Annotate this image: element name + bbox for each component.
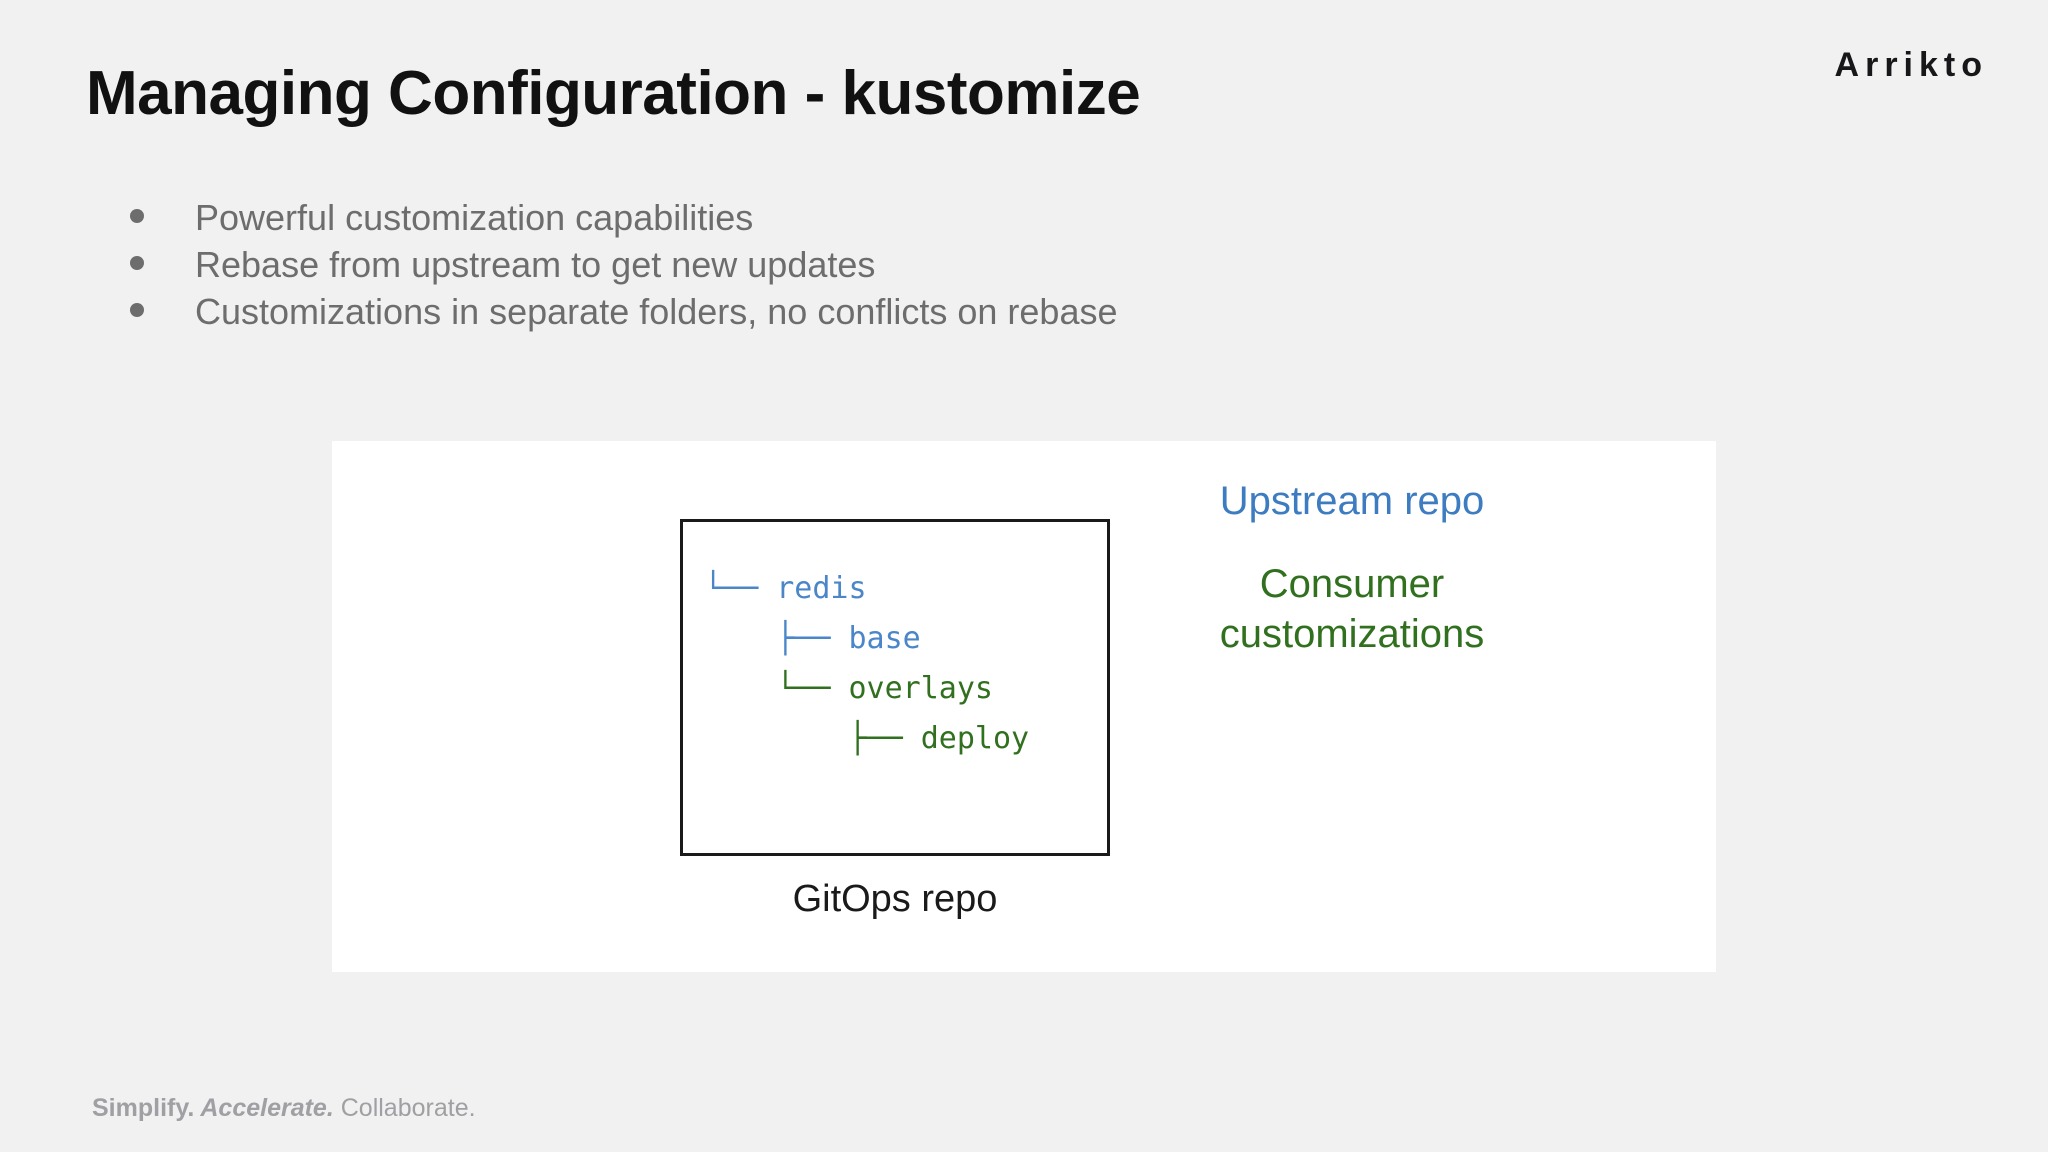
footer-tagline: Simplify. Accelerate. Collaborate. xyxy=(92,1094,476,1123)
legend-consumer-line2: customizations xyxy=(1219,612,1485,656)
bullet-dot-icon xyxy=(130,209,144,223)
legend-consumer-line1: Consumer xyxy=(1259,562,1445,606)
tree-line-deploy: ├── deploy xyxy=(704,721,1030,756)
bullet-text: Rebase from upstream to get new updates xyxy=(195,244,876,285)
footer-accelerate: Accelerate. xyxy=(194,1094,334,1122)
tree-line-redis: └── redis xyxy=(704,571,867,606)
bullet-dot-icon xyxy=(130,303,144,317)
list-item: Customizations in separate folders, no c… xyxy=(130,294,1117,341)
tree-line-overlays: └── overlays xyxy=(704,671,993,706)
bullet-dot-icon xyxy=(130,256,144,270)
list-item: Rebase from upstream to get new updates xyxy=(130,247,1117,294)
list-item: Powerful customization capabilities xyxy=(130,200,1117,247)
diagram-panel: └── redis ├── base └── overlays ├── depl… xyxy=(332,441,1716,972)
legend-consumer-customizations: Consumer customizations xyxy=(1072,559,1632,659)
footer-simplify: Simplify. xyxy=(92,1094,195,1122)
directory-tree-listing: └── redis ├── base └── overlays ├── depl… xyxy=(704,564,1029,764)
arrikto-logo: Arrikto xyxy=(1834,46,1988,84)
tree-line-base: ├── base xyxy=(704,621,921,656)
bullet-text: Customizations in separate folders, no c… xyxy=(195,291,1118,332)
bullet-text: Powerful customization capabilities xyxy=(195,197,754,238)
gitops-repo-tree-box: └── redis ├── base └── overlays ├── depl… xyxy=(680,519,1110,856)
footer-collaborate: Collaborate. xyxy=(333,1094,476,1122)
gitops-repo-caption: GitOps repo xyxy=(792,878,998,920)
bullet-list: Powerful customization capabilities Reba… xyxy=(130,200,1117,341)
page-title: Managing Configuration - kustomize xyxy=(86,58,1141,128)
legend-upstream-repo: Upstream repo xyxy=(1219,479,1485,523)
